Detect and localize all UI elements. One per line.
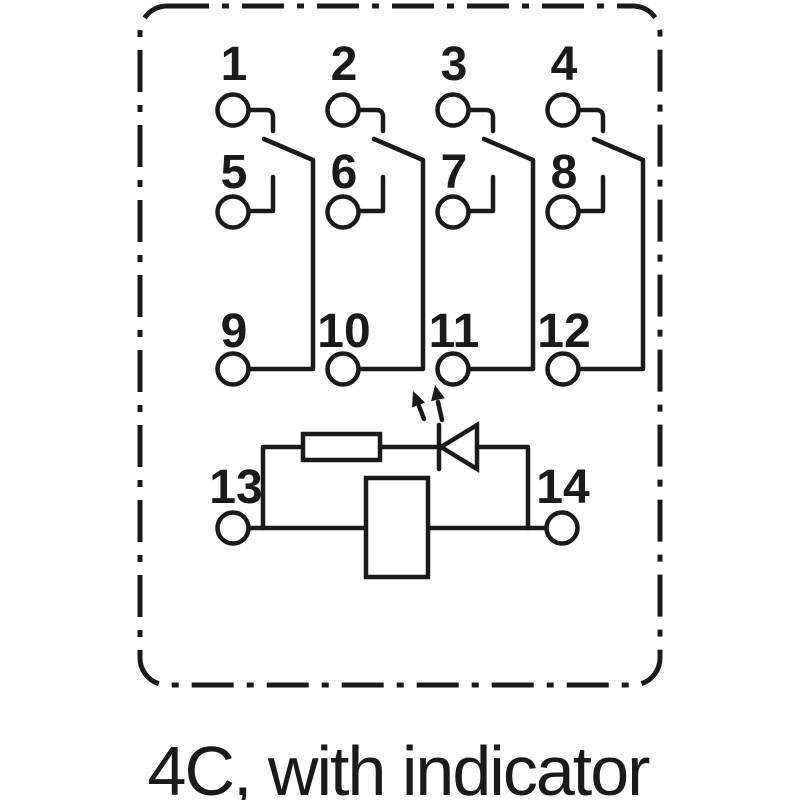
branch-left-wire: [260, 444, 306, 531]
terminal-2-label: 2: [331, 38, 358, 91]
terminal-1-label: 1: [221, 38, 248, 91]
terminal-9-label: 9: [221, 305, 248, 358]
led-indicator-symbol: [412, 385, 480, 474]
branch-right-wire: [474, 444, 531, 531]
armature-wire: [246, 136, 316, 372]
terminal-11: [435, 351, 471, 387]
terminal-9: [215, 351, 251, 387]
relay-pole-2: 2 6 10: [317, 38, 426, 387]
terminal-13: [215, 510, 251, 546]
armature-wire: [466, 136, 536, 372]
terminal-12-label: 12: [537, 305, 590, 358]
arrow-head: [431, 385, 445, 402]
relay-pole-1: 1 5 9: [215, 38, 316, 387]
relay-pole-4: 4 8 12: [537, 38, 646, 387]
no-contact-wire: [575, 174, 606, 214]
terminal-1: [215, 92, 251, 128]
terminal-5-label: 5: [221, 146, 248, 199]
terminal-8: [545, 194, 581, 230]
coil-indicator-circuit: 13 14: [209, 385, 590, 580]
terminal-4: [545, 92, 581, 128]
armature-wire: [576, 136, 646, 372]
terminal-10-label: 10: [317, 305, 370, 358]
terminal-5: [215, 194, 251, 230]
no-contact-wire: [355, 174, 386, 214]
terminal-2: [325, 92, 361, 128]
terminal-13-label: 13: [209, 461, 262, 514]
terminal-7: [435, 194, 471, 230]
terminal-8-label: 8: [551, 146, 578, 199]
led-emission-arrow: [412, 391, 427, 422]
arrow-shaft: [416, 403, 427, 422]
terminal-3-label: 3: [441, 38, 468, 91]
arrow-shaft: [435, 399, 445, 423]
terminal-6-label: 6: [331, 146, 358, 199]
terminal-14: [544, 510, 580, 546]
armature-wire: [356, 136, 426, 372]
led-emission-arrow: [431, 385, 445, 423]
no-contact-wire: [465, 174, 496, 214]
terminal-10: [325, 351, 361, 387]
terminal-6: [325, 194, 361, 230]
terminal-12: [545, 351, 581, 387]
terminal-3: [435, 92, 471, 128]
nc-contact-wire: [465, 107, 496, 134]
led-anode-triangle: [436, 420, 480, 474]
no-contact-wire: [245, 174, 276, 214]
nc-contact-wire: [575, 107, 606, 134]
caption: 4C, with indicator: [148, 732, 651, 800]
terminal-4-label: 4: [551, 38, 578, 91]
nc-contact-wire: [355, 107, 386, 134]
relay-outline-border: [137, 3, 663, 688]
nc-contact-wire: [245, 107, 276, 134]
terminal-14-label: 14: [536, 461, 590, 514]
relay-coil-symbol: [363, 475, 431, 580]
relay-pole-3: 3 7 11: [429, 38, 536, 387]
terminal-11-label: 11: [429, 305, 480, 358]
arrow-head: [412, 391, 425, 408]
terminal-7-label: 7: [441, 146, 468, 199]
resistor-symbol: [300, 431, 383, 463]
